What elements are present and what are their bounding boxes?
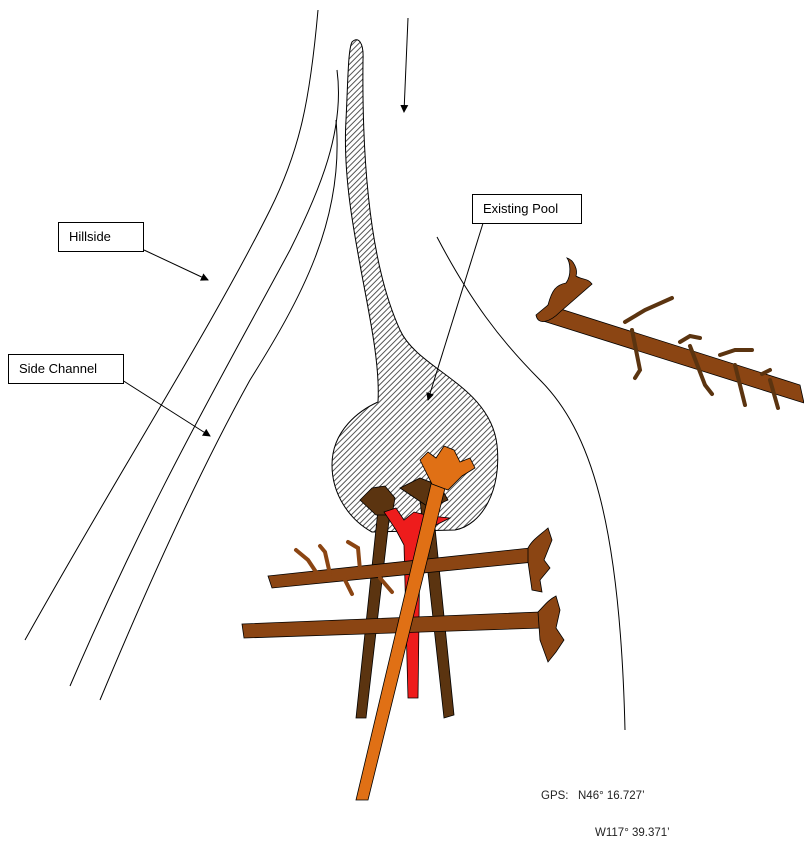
flow-direction-arrow xyxy=(404,18,408,112)
gps-latitude: N46° 16.727’ xyxy=(578,790,645,802)
side-channel-bank-right xyxy=(100,120,337,700)
existing-pool xyxy=(332,40,498,532)
hillside-label: Hillside xyxy=(58,222,144,252)
hillside-callout-arrow xyxy=(144,250,208,280)
side-channel-label: Side Channel xyxy=(8,354,124,384)
hillside-line xyxy=(25,10,318,640)
log-isolated xyxy=(536,258,804,408)
existing-pool-label: Existing Pool xyxy=(472,194,582,224)
side-channel-callout-arrow xyxy=(122,380,210,436)
existing-pool-callout-arrow xyxy=(428,220,484,400)
gps-longitude: W117° 39.371’ xyxy=(595,827,670,839)
gps-prefix: GPS: xyxy=(541,790,568,802)
